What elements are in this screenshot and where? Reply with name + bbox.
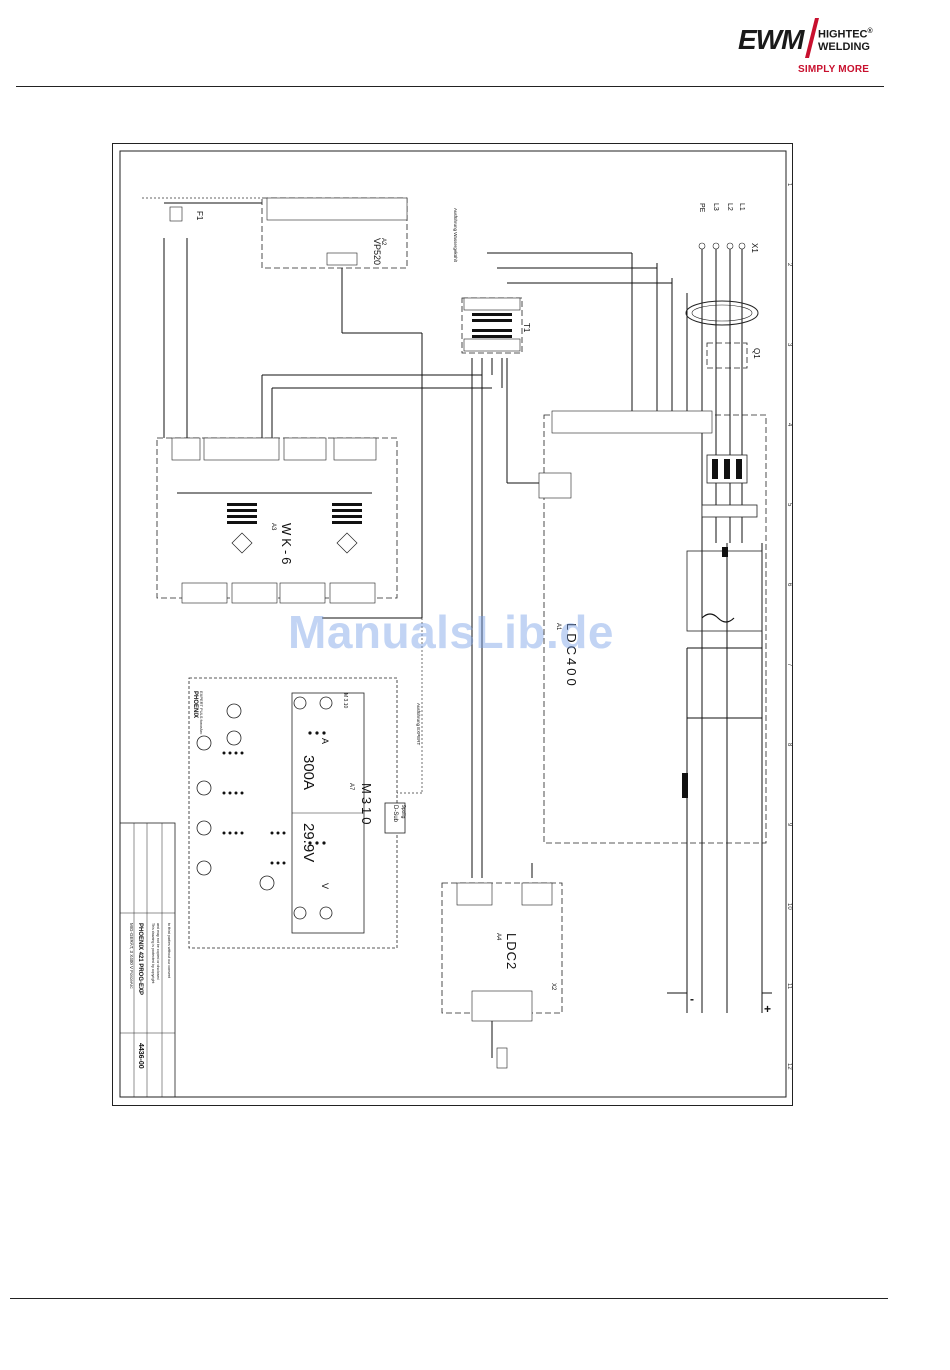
logo-slash: [805, 18, 819, 58]
m310-ref: A7: [348, 783, 354, 791]
wk6-ref: A3: [270, 523, 276, 531]
logo-registered: ®: [867, 28, 873, 35]
wires: [163, 202, 772, 1058]
logo-hightec: HIGHTEC: [818, 28, 868, 41]
ldc400-connector: [551, 410, 713, 434]
dsub-box: [384, 802, 406, 834]
title-block: [119, 822, 176, 1098]
grid-number: 4: [786, 423, 792, 427]
ldc2-label: LDC2: [504, 933, 519, 970]
voltage-readout: 29.9V: [300, 823, 317, 862]
current-sensor: [685, 300, 759, 326]
grid-number: 12: [786, 1063, 792, 1070]
x1-terminals: [698, 242, 746, 250]
title-drawing-number: 4436-00: [137, 1043, 144, 1069]
x2-label: X2: [550, 983, 556, 991]
inner-frame: [119, 150, 787, 1098]
t1-label: T1: [522, 323, 531, 333]
ldc2-ref: A4: [495, 933, 501, 941]
outer-frame: [112, 143, 793, 1106]
mains-l3: L3: [712, 203, 719, 211]
grid-number: 2: [786, 263, 792, 267]
wk6-label: WK-6: [279, 523, 294, 568]
wk6-rectifiers: [231, 532, 358, 554]
diagram-labels: LDC400 A1 WK-6 A3 M310 A7 LDC2 A4 VP520 …: [129, 203, 771, 1069]
m310-panel: [196, 692, 365, 934]
output-plus: +: [764, 1002, 771, 1016]
logo-tagline: SIMPLY MORE: [798, 64, 870, 75]
vp520-ref: A2: [380, 238, 386, 246]
mains-pe: PE: [698, 203, 705, 213]
f1-label: F1: [195, 211, 204, 221]
x1-label: X1: [750, 243, 759, 253]
title-subtitle: MIG-GERÄT, 3 X400 V ForceArc: [129, 923, 135, 989]
grid-number: 1: [786, 183, 792, 187]
output-minus: -: [690, 992, 694, 1006]
panel-brand: PHOENIX: [192, 691, 198, 718]
logo-wordmark: EWM: [738, 24, 804, 55]
ewm-logo: EWM HIGHTEC® WELDING SIMPLY MORE: [736, 18, 886, 80]
panel-model: M 3.10: [342, 693, 348, 709]
current-readout: 300A: [300, 755, 317, 790]
grid-number: 7: [786, 663, 792, 667]
copyright-line-3: to third parties without our consent: [167, 923, 171, 978]
mains-l1: L1: [738, 203, 745, 211]
header-divider: [16, 86, 884, 87]
mains-l2: L2: [726, 203, 733, 211]
grid-number: 3: [786, 343, 792, 347]
ldc2-connectors: [456, 882, 553, 1022]
vp520-connector: [266, 197, 408, 221]
unit-v: V: [320, 883, 330, 889]
unit-a: A: [320, 738, 330, 744]
grid-number: 11: [786, 983, 792, 990]
q1-frame: [706, 342, 748, 369]
title-product: PHOENIX 421 PROG-EXP: [137, 923, 143, 995]
dsub-sublabel: 9polig: [400, 805, 406, 819]
grid-number: 6: [786, 583, 792, 587]
grid-number: 9: [786, 823, 792, 827]
t1-windings: [472, 313, 512, 338]
vp520-plug: [326, 252, 358, 266]
wk6-connectors: [171, 437, 377, 604]
m310-label: M310: [359, 783, 374, 828]
q1-label: Q1: [752, 348, 761, 359]
logo-subtitle: HIGHTEC® WELDING: [818, 26, 873, 53]
copyright-line-2: and may not be copied or disclosed: [156, 923, 160, 980]
ldc400-power-stage: [682, 454, 763, 798]
grid-number: 8: [786, 743, 792, 747]
copyright-line-1: This drawing is protected by copyright: [151, 923, 155, 983]
ldc2-sensor: [496, 1047, 508, 1069]
ldc400-label: LDC400: [564, 623, 579, 689]
dsub-label: D-Sub: [392, 805, 398, 823]
water-note: Ausführung Wassergekühlt: [453, 208, 458, 263]
panel-brand-sub: EXPERT PULS forceArc: [199, 691, 204, 734]
grid-number: 10: [786, 903, 792, 910]
expert-note: Ausführung EXPERT: [416, 703, 421, 745]
ldc400-ref: A1: [555, 623, 561, 631]
footer-divider: [10, 1298, 888, 1299]
wk6-transformers: [227, 503, 362, 524]
logo-welding: WELDING: [818, 40, 870, 53]
vp520-label: VP520: [372, 238, 382, 265]
f1-fuse: [169, 206, 183, 222]
dashed-links: [142, 197, 423, 794]
grid-number: 5: [786, 503, 792, 507]
